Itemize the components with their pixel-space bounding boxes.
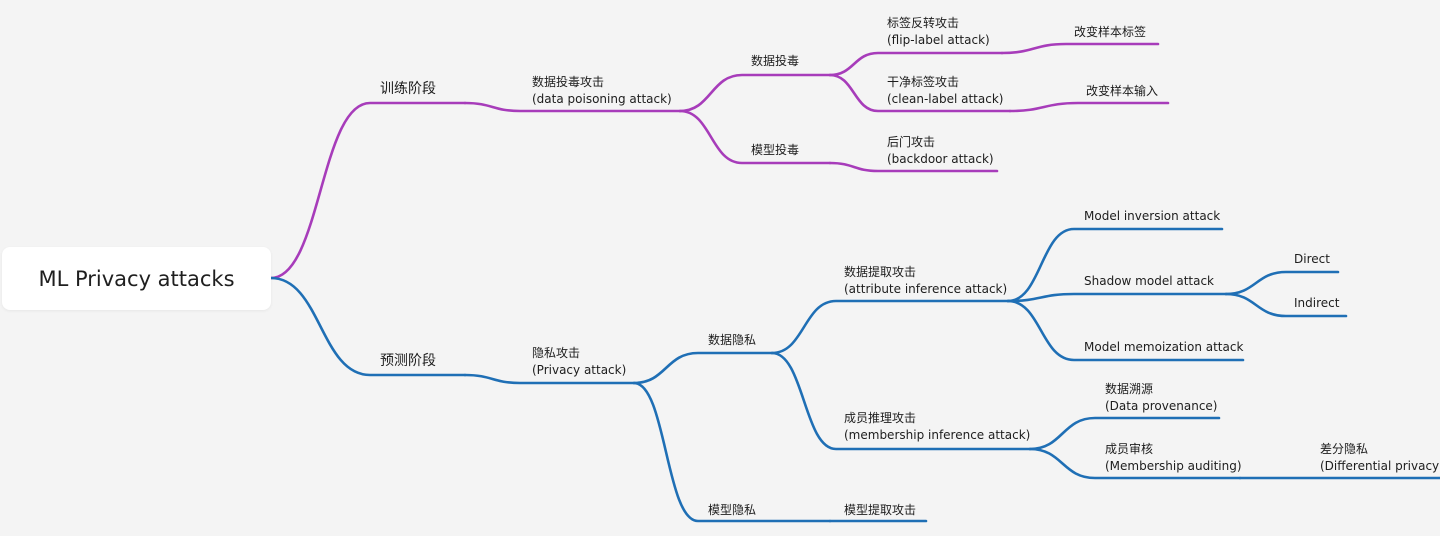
node-membership-auditing[interactable]: 成员审核(Membership auditing) (1105, 442, 1242, 473)
node-direct[interactable]: Direct (1294, 252, 1330, 266)
node-change-sample-label[interactable]: 改变样本标签 (1074, 25, 1147, 39)
edge-to-data-poisoning (678, 73, 832, 113)
node-model-extraction-attack[interactable]: 模型提取攻击 (844, 503, 917, 517)
node-model-inversion-attack[interactable]: Model inversion attack (1084, 209, 1221, 223)
node-differential-privacy[interactable]: 差分隐私(Differential privacy) (1320, 442, 1440, 473)
node-attribute-inference-attack[interactable]: 数据提取攻击(attribute inference attack) (844, 265, 1008, 296)
edge-to-data-privacy (632, 351, 774, 385)
edge-to-data-provenance (1028, 416, 1221, 451)
edge-root-prediction (269, 276, 467, 377)
edge-to-attribute-inference (770, 299, 1010, 355)
edge-to-membership-inference (770, 351, 1032, 451)
node-data-privacy[interactable]: 数据隐私 (708, 333, 757, 347)
edge-root-training (269, 101, 467, 280)
edge-to-flip-label (828, 51, 1004, 77)
edge-to-model-poisoning (678, 109, 832, 165)
node-membership-inference-attack[interactable]: 成员推理攻击(membership inference attack) (844, 411, 1031, 442)
node-data-poisoning[interactable]: 数据投毒 (751, 54, 800, 68)
edge-to-backdoor (828, 161, 999, 173)
root-label: ML Privacy attacks (38, 266, 235, 291)
edge-to-change-input (1008, 101, 1170, 113)
node-flip-label-attack[interactable]: 标签反转攻击(flip-label attack) (887, 16, 990, 47)
edge-to-indirect (1224, 292, 1348, 318)
node-indirect[interactable]: Indirect (1294, 296, 1340, 310)
edge-training-poisoning-attack (463, 101, 682, 113)
node-change-sample-input[interactable]: 改变样本输入 (1086, 84, 1159, 98)
edge-to-model-inversion (1006, 227, 1224, 303)
edge-to-direct (1224, 270, 1340, 296)
edge-to-change-label (1000, 42, 1160, 55)
node-prediction-stage[interactable]: 预测阶段 (380, 353, 436, 369)
edge-to-model-privacy (632, 381, 832, 523)
node-data-provenance[interactable]: 数据溯源(Data provenance) (1105, 382, 1218, 413)
edge-to-clean-label (828, 73, 1012, 113)
node-backdoor-attack[interactable]: 后门攻击(backdoor attack) (887, 135, 994, 166)
edge-to-shadow-model (1006, 292, 1228, 303)
node-shadow-model-attack[interactable]: Shadow model attack (1084, 274, 1215, 288)
node-model-privacy[interactable]: 模型隐私 (708, 503, 757, 517)
node-privacy-attack[interactable]: 隐私攻击(Privacy attack) (532, 346, 627, 377)
node-model-poisoning[interactable]: 模型投毒 (751, 143, 800, 157)
node-data-poisoning-attack[interactable]: 数据投毒攻击(data poisoning attack) (532, 75, 672, 106)
edge-prediction-privacy-attack (463, 373, 636, 385)
edge-to-memoization (1006, 299, 1245, 362)
root-node[interactable]: ML Privacy attacks (2, 247, 271, 310)
edge-to-membership-auditing (1028, 447, 1242, 480)
node-clean-label-attack[interactable]: 干净标签攻击(clean-label attack) (887, 75, 1004, 106)
node-training-stage[interactable]: 训练阶段 (380, 81, 436, 97)
node-model-memoization-attack[interactable]: Model memoization attack (1084, 340, 1244, 354)
